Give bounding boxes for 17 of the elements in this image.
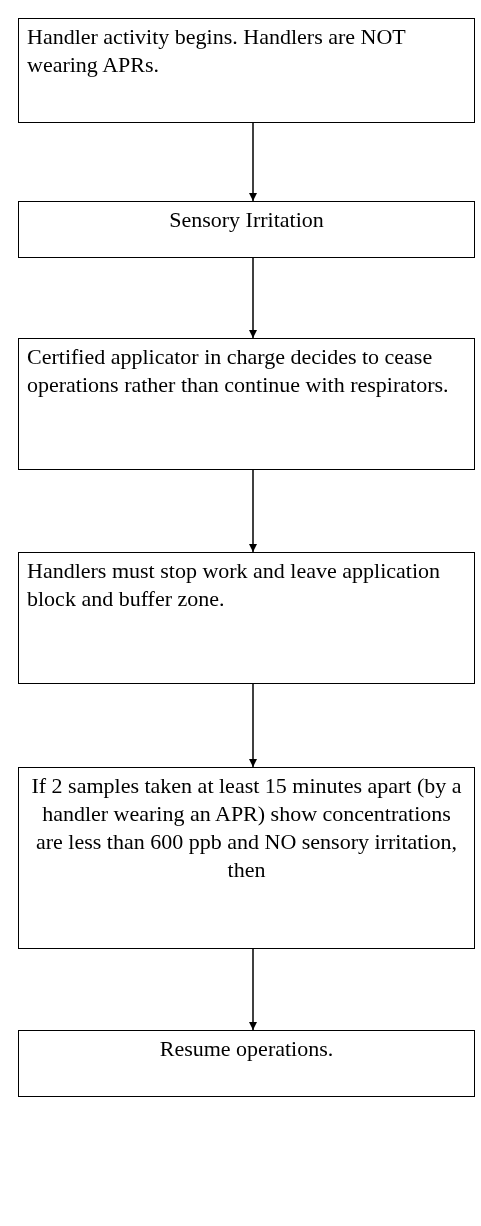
arrow <box>249 122 257 202</box>
box-text: If 2 samples taken at least 15 minutes apart (by a handler wearing an APR) show concentrations are less than 600 ppb and NO sensory irritation, then <box>30 772 463 884</box>
process-box <box>18 18 475 123</box>
process-box <box>18 767 475 949</box>
process-box <box>18 338 475 470</box>
process-box <box>18 1030 475 1097</box>
box-text: Resume operations. <box>158 1035 335 1063</box>
arrow <box>249 257 257 339</box>
arrow <box>249 469 257 553</box>
process-box <box>18 552 475 684</box>
box-text: Sensory Irritation <box>168 206 325 234</box>
box-text: Handler activity begins. Handlers are NOT wearing APRs. <box>27 23 407 79</box>
arrow <box>249 683 257 768</box>
box-text: Handlers must stop work and leave application block and buffer zone. <box>27 557 441 613</box>
box-text: Certified applicator in charge decides to cease operations rather than continue with respirators. <box>27 343 450 399</box>
arrow <box>249 948 257 1031</box>
process-box <box>18 201 475 258</box>
